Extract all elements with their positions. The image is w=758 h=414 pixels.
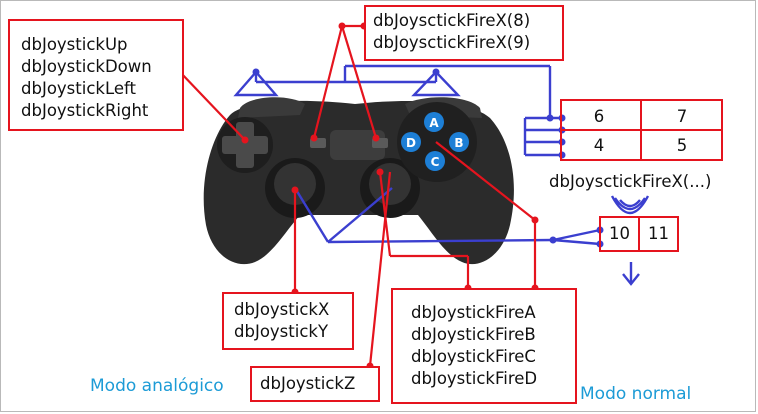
fire-x-center-box: dbJoysctickFireX(8) dbJoysctickFireX(9) (364, 5, 564, 61)
grid-cell-10: 10 (609, 224, 630, 243)
caption-analog-mode: Modo analógico (90, 376, 224, 396)
face-button-b-icon: B (449, 132, 469, 152)
gamepad-top-bumper-left (238, 97, 305, 118)
gamepad-center-panel (330, 130, 385, 160)
dpad-icon (217, 117, 273, 173)
grid-cell-11: 11 (648, 224, 669, 243)
right-trigger-triangle-icon (411, 70, 461, 97)
label-fire-x-9: dbJoysctickFireX(9) (373, 33, 531, 52)
caption-normal-mode: Modo normal (580, 384, 692, 404)
down-arrow-icon (622, 262, 640, 286)
label-joystick-z: dbJoystickZ (260, 374, 356, 393)
label-joystick-right: dbJoystickRight (21, 101, 149, 120)
label-joystick-y: dbJoystickY (234, 322, 329, 341)
face-button-d-icon: D (401, 132, 421, 152)
button-grid-bottom: 10 11 (599, 216, 679, 252)
button-grid-top: 6 7 4 5 (560, 99, 723, 161)
face-button-a-icon: A (424, 112, 444, 132)
fire-buttons-box: dbJoystickFireA dbJoystickFireB dbJoysti… (391, 288, 577, 404)
label-fire-x-more: dbJoysctickFireX(...) (549, 172, 712, 191)
grid-cell-6: 6 (593, 107, 605, 126)
label-joystick-up: dbJoystickUp (21, 35, 128, 54)
label-fire-b: dbJoystickFireB (411, 325, 536, 344)
left-trigger-triangle-icon (233, 70, 279, 97)
label-joystick-x: dbJoystickX (234, 300, 330, 319)
svg-text:B: B (454, 136, 463, 150)
face-button-c-icon: C (425, 151, 445, 171)
label-fire-a: dbJoystickFireA (411, 303, 536, 322)
analog-xy-box: dbJoystickX dbJoystickY (222, 292, 354, 350)
vibration-icon (610, 195, 650, 215)
label-fire-c: dbJoystickFireC (411, 347, 536, 366)
directional-labels-box: dbJoystickUp dbJoystickDown dbJoystickLe… (8, 19, 184, 131)
svg-text:C: C (431, 155, 440, 169)
svg-text:D: D (406, 136, 416, 150)
label-joystick-left: dbJoystickLeft (21, 79, 136, 98)
grid-cell-4: 4 (593, 136, 605, 155)
grid-cell-5: 5 (676, 136, 688, 155)
gamepad-illustration: A B C D (203, 97, 514, 265)
label-fire-x-8: dbJoysctickFireX(8) (373, 11, 531, 30)
svg-text:A: A (429, 116, 439, 130)
grid-cell-7: 7 (676, 107, 688, 126)
analog-z-box: dbJoystickZ (250, 366, 380, 402)
red-connectors (179, 24, 537, 367)
label-fire-d: dbJoystickFireD (411, 369, 538, 388)
label-joystick-down: dbJoystickDown (21, 57, 152, 76)
